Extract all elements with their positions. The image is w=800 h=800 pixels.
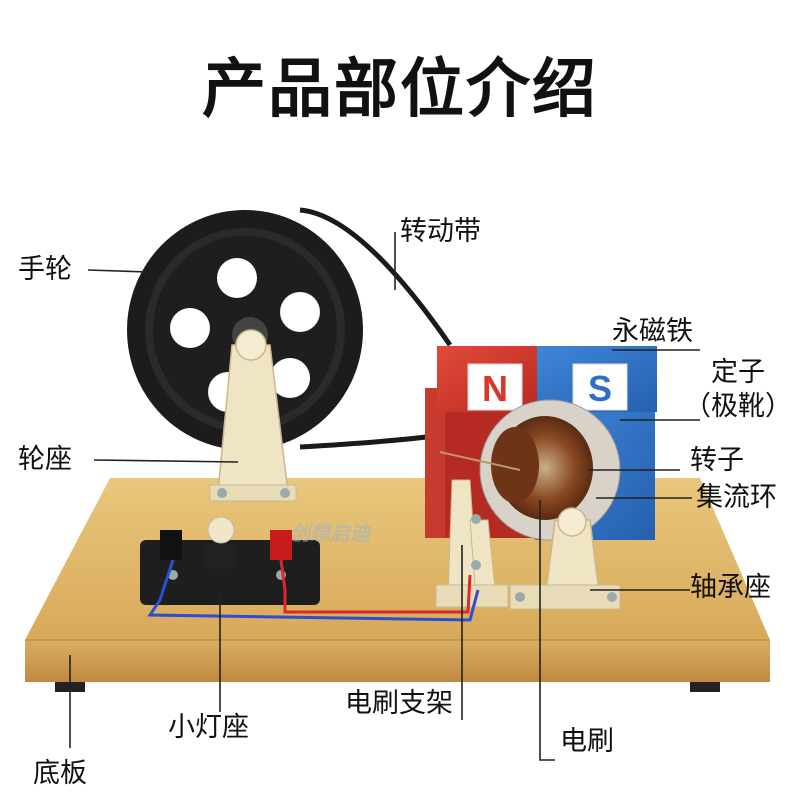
label-stator-line1: 定子: [711, 357, 765, 388]
label-brush: 电刷: [560, 726, 614, 757]
lamp-holder: [140, 516, 320, 605]
label-brush-holder: 电刷支架: [345, 688, 453, 719]
label-wheel-seat: 轮座: [18, 444, 72, 475]
magnet-north-letter: N: [482, 368, 508, 409]
page-title: 产品部位介绍: [202, 53, 598, 127]
magnet-south-letter: S: [588, 368, 612, 409]
label-stator-line2: （极靴）: [684, 390, 792, 422]
label-slip-ring: 集流环: [696, 482, 777, 513]
rotor: [479, 399, 621, 541]
wires: [147, 559, 480, 622]
brush-holder: [435, 451, 521, 608]
watermark: 创想启迪: [290, 521, 370, 545]
label-permanent-magnet: 永磁铁: [612, 316, 693, 347]
wheel-seat: [209, 329, 297, 502]
label-stator: 定子 （极靴）: [678, 356, 798, 424]
label-handwheel: 手轮: [18, 254, 72, 285]
base-plate: [25, 478, 770, 692]
label-lamp-holder: 小灯座: [168, 712, 249, 743]
leader-lines: [69, 232, 700, 761]
label-bearing-seat: 轴承座: [690, 572, 771, 603]
label-rotor: 转子: [690, 445, 744, 476]
label-belt: 转动带: [400, 216, 481, 247]
label-base-plate: 底板: [33, 758, 87, 789]
bearing-seat: [509, 507, 621, 610]
